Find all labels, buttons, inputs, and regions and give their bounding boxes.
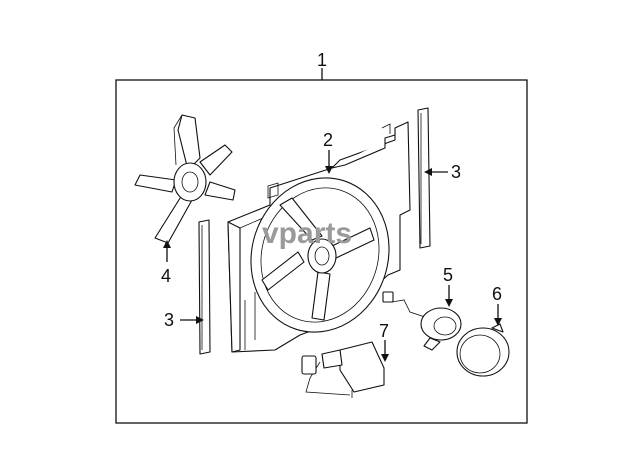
callout-1: 1 <box>317 50 327 70</box>
leader-lines <box>163 150 502 362</box>
seal-strip-right <box>417 107 431 249</box>
callout-6: 6 <box>492 284 502 304</box>
resistor-module <box>301 341 385 398</box>
callout-4: 4 <box>161 266 171 286</box>
callout-5: 5 <box>443 265 453 285</box>
fan-shroud <box>227 121 411 353</box>
assembly-frame <box>115 68 528 424</box>
callout-3-right: 3 <box>451 162 461 182</box>
callout-7: 7 <box>379 321 389 341</box>
callout-3-left: 3 <box>164 310 174 330</box>
callout-2: 2 <box>323 130 333 150</box>
fan-blade <box>134 114 236 244</box>
fan-motor <box>382 291 462 351</box>
watermark-text: vparts <box>262 217 352 250</box>
seal-strip-left <box>198 219 211 355</box>
motor-cover <box>456 323 510 377</box>
